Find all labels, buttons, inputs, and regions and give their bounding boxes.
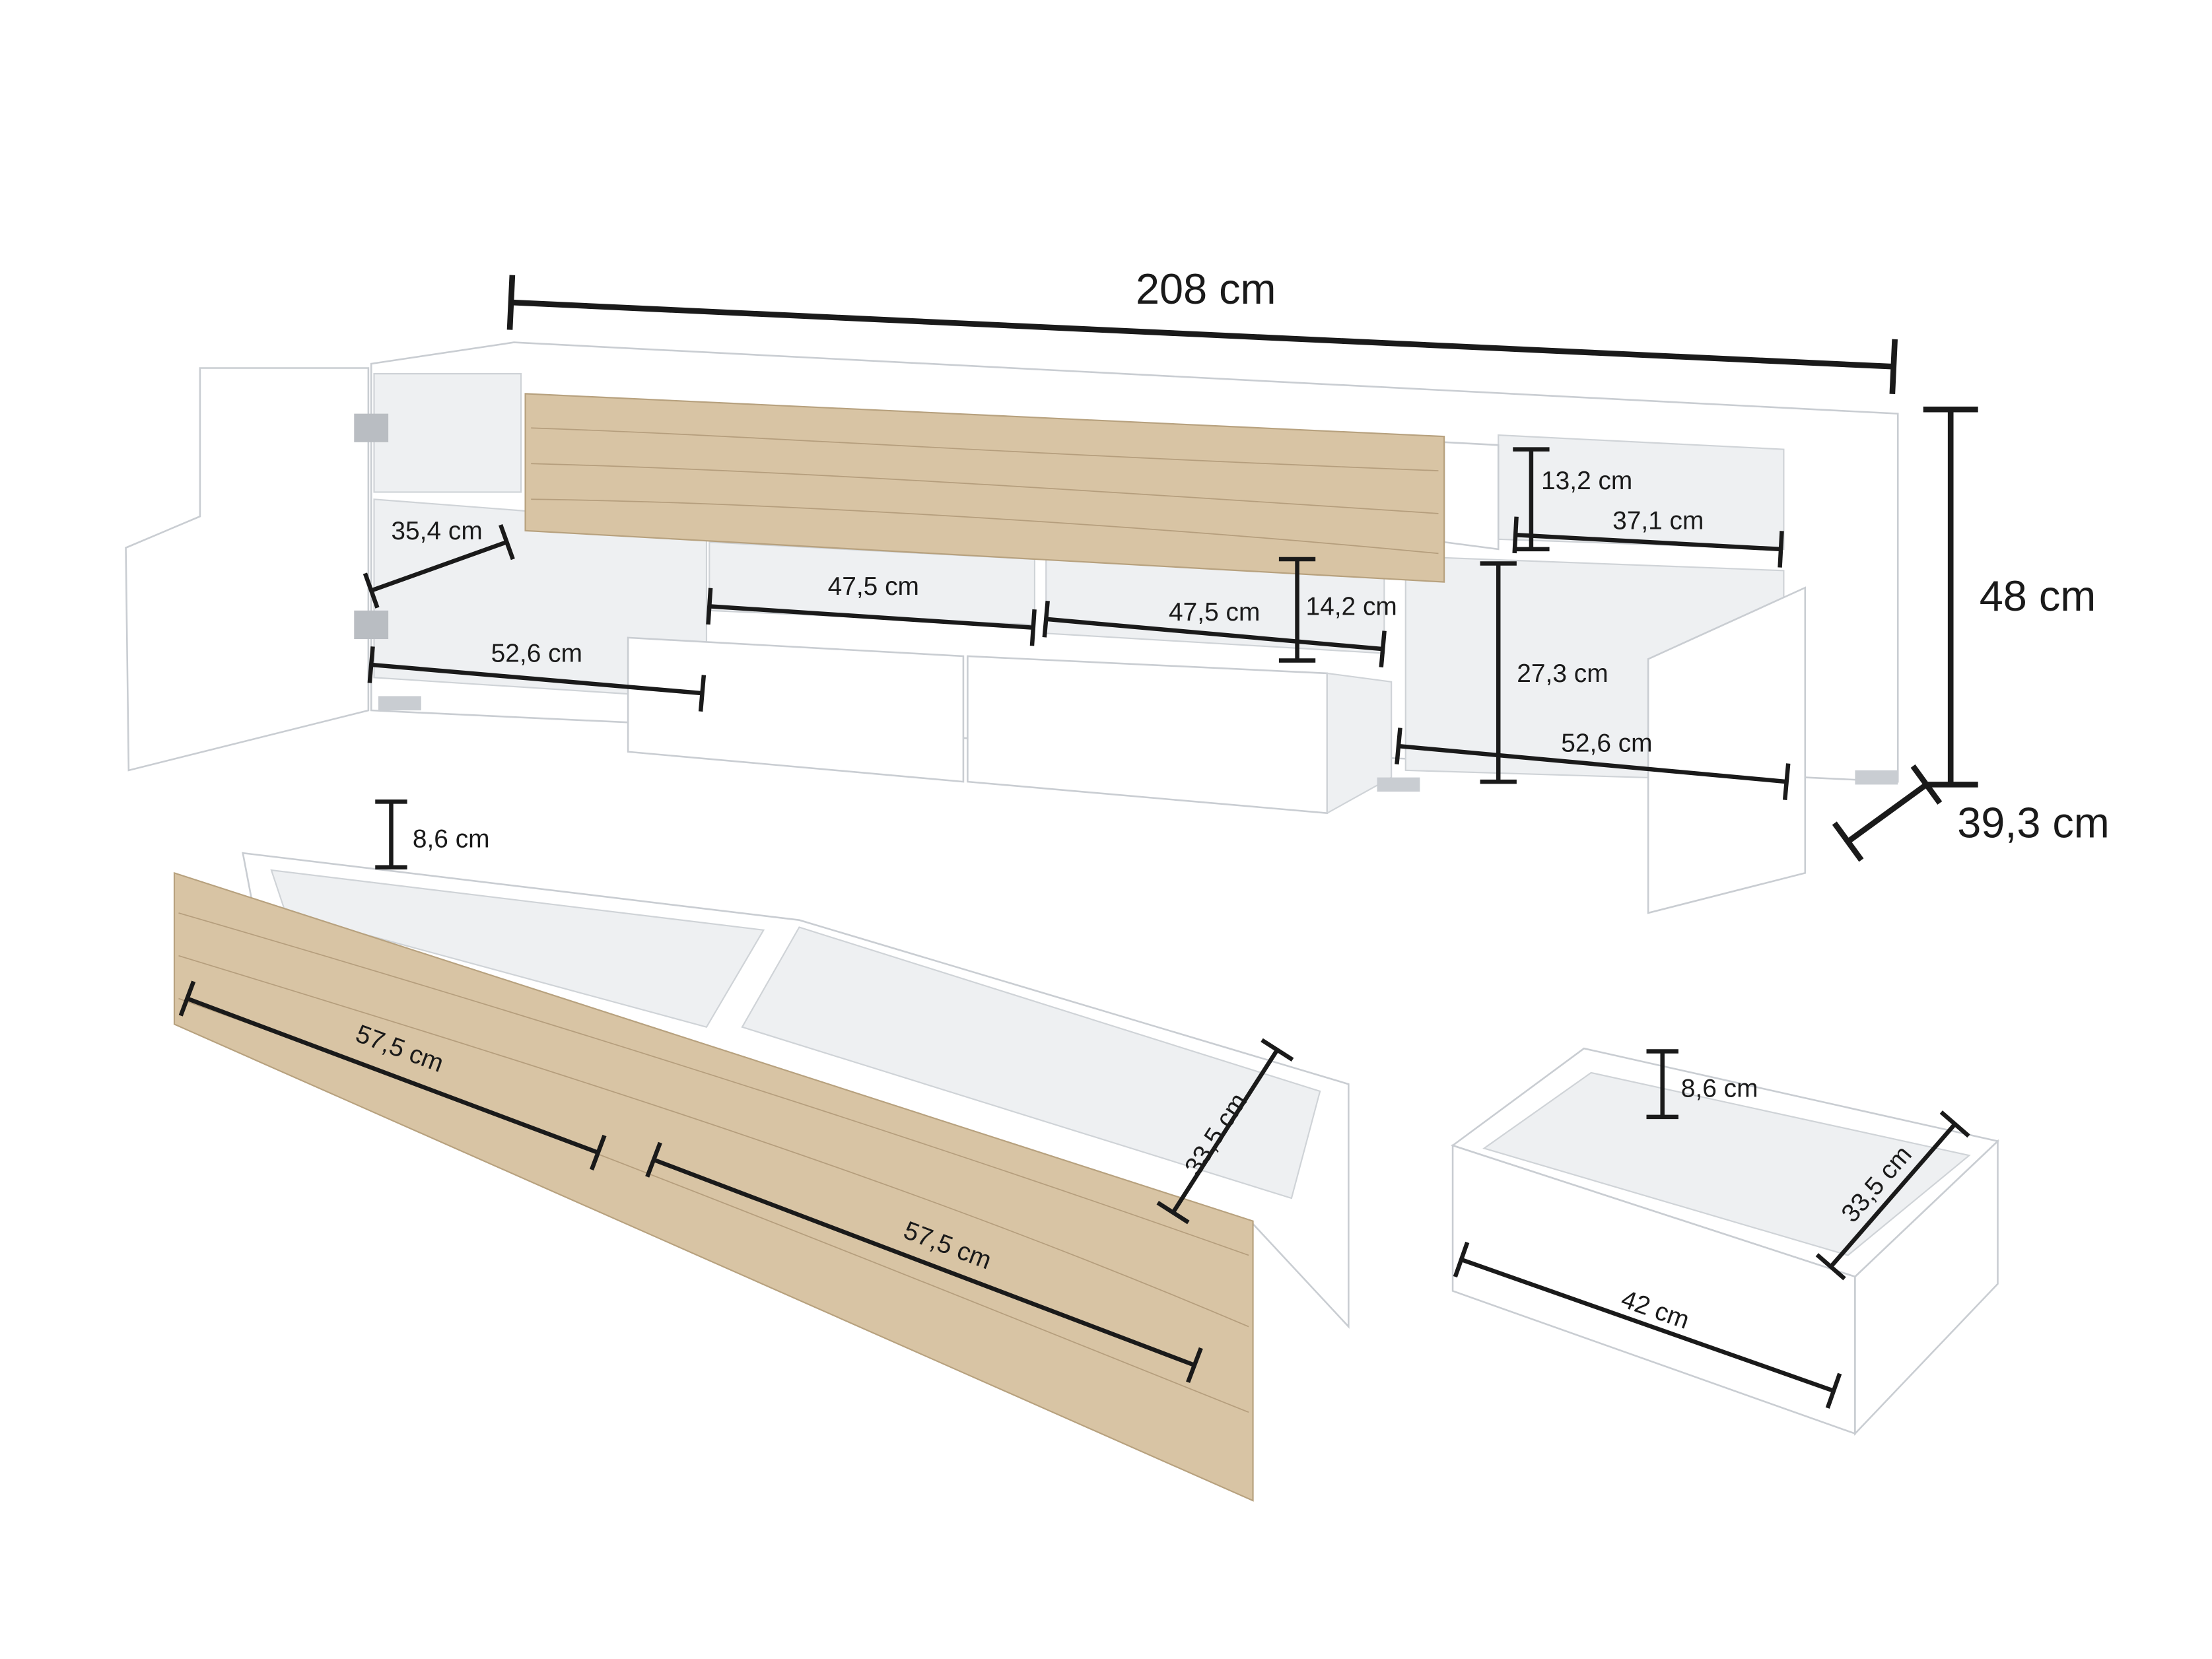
- width-label: 208 cm: [1136, 265, 1276, 313]
- depth-dimension-cap: [1910, 764, 1943, 805]
- small-drawer: [1451, 1047, 2000, 1436]
- hinge-icon: [354, 610, 389, 640]
- right-top-height-label: 13,2 cm: [1541, 467, 1632, 495]
- center-left-width-dimension-cap: [1029, 609, 1037, 646]
- drawer-front-left: [627, 636, 965, 783]
- flap-drawer-box: [1443, 441, 1500, 551]
- tv-cabinet: [125, 341, 1899, 914]
- left-depth-dimension: [370, 540, 508, 593]
- right-top-width-label: 37,1 cm: [1612, 507, 1704, 535]
- width-dimension-cap: [506, 275, 516, 330]
- dimension-lines: [178, 275, 1978, 1409]
- width-dimension-cap: [1889, 339, 1898, 394]
- right-top-width-dimension-cap: [1512, 516, 1519, 554]
- center-right-width-dimension-cap: [1379, 630, 1387, 667]
- long-drawer: [173, 852, 1350, 1502]
- right-door: [1647, 586, 1807, 914]
- long-drawer-left-width-dimension-cap: [178, 980, 196, 1017]
- long-drawer-oak-front: [173, 871, 1254, 1502]
- center-left-width-dimension-cap: [706, 588, 713, 625]
- small-drawer-height-label: 8,6 cm: [1681, 1075, 1758, 1103]
- small-drawer-width-dimension: [1460, 1257, 1835, 1393]
- depth-dimension-cap: [1832, 821, 1864, 862]
- width-dimension: [510, 299, 1894, 370]
- right-top-width-dimension: [1515, 533, 1781, 552]
- long-drawer-left-width-dimension-cap: [590, 1134, 607, 1170]
- oak-flap-front: [524, 393, 1445, 583]
- open-drawer-side: [1326, 672, 1393, 815]
- depth-dimension: [1846, 782, 1928, 844]
- long-drawer-left-interior: [270, 869, 765, 1029]
- hinge-icon: [354, 413, 389, 442]
- drawer-front-right: [967, 655, 1329, 815]
- left-depth-dimension-cap: [499, 524, 515, 560]
- right-lower-width-dimension-cap: [1395, 728, 1402, 764]
- height-label: 48 cm: [1980, 572, 2096, 620]
- small-drawer-width-dimension-cap: [1453, 1241, 1470, 1278]
- left-width-dimension-cap: [698, 675, 707, 712]
- center-right-width-dimension: [1045, 617, 1383, 652]
- left-width-label: 52,6 cm: [491, 640, 582, 668]
- long-drawer-right-width-dimension: [652, 1157, 1196, 1367]
- long-drawer-left-width-dimension: [186, 996, 599, 1155]
- center-right-width-label: 47,5 cm: [1169, 598, 1260, 626]
- small-drawer-depth-dimension-cap: [1939, 1110, 1970, 1138]
- right-lower-width-label: 52,6 cm: [1561, 729, 1652, 758]
- small-drawer-depth-dimension: [1829, 1122, 1957, 1268]
- center-left-width-label: 47,5 cm: [828, 572, 919, 601]
- long-drawer-right-interior: [741, 926, 1321, 1200]
- left-upper-compartment: [373, 373, 522, 493]
- right-lower-height-label: 27,3 cm: [1517, 660, 1608, 688]
- right-top-width-dimension-cap: [1778, 531, 1784, 568]
- long-drawer-depth-dimension-cap: [1261, 1038, 1294, 1062]
- left-width-dimension-cap: [367, 646, 375, 683]
- small-drawer-interior: [1482, 1071, 1971, 1256]
- long-drawer-depth-dimension-cap: [1156, 1201, 1190, 1225]
- left-depth-label: 35,4 cm: [391, 517, 482, 545]
- right-lower-width-dimension-cap: [1782, 763, 1791, 800]
- long-drawer-height-label: 8,6 cm: [413, 825, 490, 854]
- left-depth-dimension-cap: [363, 572, 380, 609]
- center-left-width-dimension: [709, 604, 1034, 630]
- long-drawer-right-width-dimension-cap: [645, 1141, 662, 1178]
- left-door: [125, 367, 370, 772]
- center-right-width-dimension-cap: [1042, 600, 1050, 638]
- small-drawer-side: [1854, 1139, 1999, 1436]
- small-drawer-depth-dimension-cap: [1815, 1253, 1846, 1281]
- depth-label: 39,3 cm: [1957, 798, 2110, 846]
- center-height-label: 14,2 cm: [1306, 592, 1397, 621]
- right-lower-width-dimension: [1398, 743, 1787, 784]
- left-width-dimension: [370, 662, 703, 696]
- small-drawer-width-dimension-cap: [1825, 1372, 1842, 1409]
- long-drawer-right-width-dimension-cap: [1186, 1347, 1203, 1383]
- long-drawer-depth-dimension: [1171, 1048, 1280, 1214]
